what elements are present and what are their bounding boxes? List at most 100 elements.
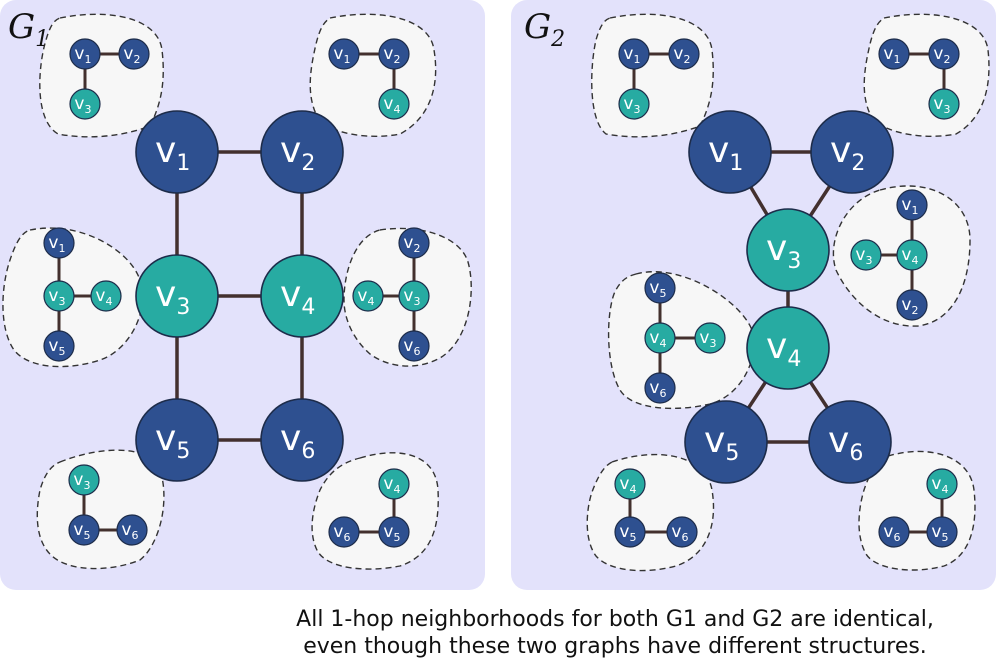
g1-node-v1-label: v1 (155, 130, 190, 176)
g1-neighborhood-v3-node-v1-circle (43, 227, 75, 259)
g2-neighborhood-v4-node-v3: v3 (694, 322, 726, 354)
g1-node-v1-circle (135, 110, 219, 194)
g2-neighborhood-v4-node-v5-label: v5 (649, 278, 666, 300)
g2-neighborhood-v2-node-v2-label: v2 (933, 44, 950, 66)
g2-neighborhood-v5-node-v5-circle (614, 516, 646, 548)
g2-node-v1: v1 (688, 110, 772, 194)
g1-neighborhood-v2: v1 v2 v4 (309, 13, 437, 137)
g2-node-v6-circle (808, 400, 892, 484)
g1-node-v1: v1 (135, 110, 219, 194)
g1-neighborhood-v4-node-v3-circle (398, 280, 430, 312)
g1-neighborhood-v3-node-v3: v3 (43, 280, 75, 312)
g2-neighborhood-v5-node-v6-label: v6 (671, 522, 688, 544)
g1-neighborhood-v5-outline (36, 449, 165, 570)
g2-neighborhood-v1-node-v1: v1 (618, 38, 650, 70)
g1-neighborhood-v3-node-v4-circle (90, 280, 122, 312)
g2-node-v1-circle (688, 110, 772, 194)
g1-neighborhood-v5-node-v3-circle (68, 464, 100, 496)
g1-node-v5: v5 (135, 398, 219, 482)
g1-node-v2-label: v2 (280, 130, 315, 176)
g2-neighborhood-v2-node-v2-circle (928, 38, 960, 70)
g2-neighborhood-v1-node-v3: v3 (618, 88, 650, 120)
g1-node-v3-label: v3 (155, 274, 190, 320)
g2-node-v4-label: v4 (766, 326, 801, 372)
g1-neighborhood-v3-node-v4-label: v4 (95, 286, 112, 308)
g2-neighborhood-v1-node-v2-label: v2 (673, 44, 690, 66)
g1-neighborhood-v3-node-v1-label: v1 (48, 233, 65, 255)
g1-neighborhood-v3-node-v3-circle (43, 280, 75, 312)
g2-neighborhood-v6-node-v6-label: v6 (883, 522, 900, 544)
g1-neighborhood-v6-node-v5-circle (378, 516, 410, 548)
g1-neighborhood-v1-outline (39, 13, 164, 138)
g1-neighborhood-v2-node-v2-label: v2 (383, 44, 400, 66)
g2-neighborhood-v2-node-v3-label: v3 (933, 94, 950, 116)
g2-neighborhood-v3-node-v4-label: v4 (901, 245, 918, 267)
g1-neighborhood-v6-node-v5-label: v5 (383, 522, 400, 544)
g2-neighborhood-v1-node-v1-label: v1 (623, 44, 640, 66)
g1-neighborhood-v5-node-v6: v6 (116, 514, 148, 546)
g2-neighborhood-v5-node-v4-label: v4 (619, 474, 636, 496)
g2-neighborhood-v1-node-v2: v2 (668, 38, 700, 70)
g1-node-v2: v2 (260, 110, 344, 194)
g1-neighborhood-v5-node-v6-circle (116, 514, 148, 546)
g1-neighborhood-v5-node-v5: v5 (68, 514, 100, 546)
g2-node-v3-circle (746, 208, 830, 292)
g1-node-v4-label: v4 (280, 274, 315, 320)
g2-neighborhood-v4-node-v3-label: v3 (699, 328, 716, 350)
g2-node-v4: v4 (746, 306, 830, 390)
g1-neighborhood-v2-node-v2: v2 (378, 38, 410, 70)
g1-neighborhood-v6-node-v4-circle (378, 468, 410, 500)
g2-neighborhood-v3-node-v3-label: v3 (855, 245, 872, 267)
g1-neighborhood-v1-node-v3: v3 (69, 88, 101, 120)
g1-neighborhood-v4-node-v4: v4 (352, 280, 384, 312)
g1-neighborhood-v1: v1 v2 v3 (39, 13, 164, 138)
caption-line-2: even though these two graphs have differ… (303, 634, 927, 659)
g2-neighborhood-v2-outline (863, 13, 990, 137)
g1-neighborhood-v1-node-v2: v2 (118, 38, 150, 70)
g2-node-v5: v5 (684, 400, 768, 484)
g1-neighborhood-v4-node-v6: v6 (398, 330, 430, 362)
g2-neighborhood-v4-node-v4: v4 (644, 322, 676, 354)
panel-title-g1: G1 (8, 7, 49, 52)
g2-neighborhood-v6-node-v4-label: v4 (931, 474, 948, 496)
g1-neighborhood-v2-node-v1: v1 (328, 38, 360, 70)
g1-neighborhood-v4-node-v6-label: v6 (403, 336, 420, 358)
g1-neighborhood-v1-node-v2-circle (118, 38, 150, 70)
g2-node-v5-circle (684, 400, 768, 484)
g2-node-v3: v3 (746, 208, 830, 292)
g1-neighborhood-v4-node-v3-label: v3 (403, 286, 420, 308)
g1-neighborhood-v2-node-v4: v4 (378, 88, 410, 120)
g2-neighborhood-v5-node-v6-circle (666, 516, 698, 548)
g2-node-v2-circle (810, 110, 894, 194)
g1-neighborhood-v1-node-v1-circle (69, 38, 101, 70)
g1-node-v5-label: v5 (155, 418, 190, 464)
g2-neighborhood-v6-node-v5: v5 (926, 516, 958, 548)
g1-neighborhood-v1-node-v3-label: v3 (74, 94, 91, 116)
g2-neighborhood-v5-node-v4-circle (614, 468, 646, 500)
g1-neighborhood-v3-node-v1: v1 (43, 227, 75, 259)
g1-neighborhood-v1-node-v3-circle (69, 88, 101, 120)
g1-neighborhood-v5-node-v3: v3 (68, 464, 100, 496)
g1-node-v3: v3 (135, 254, 219, 338)
caption: All 1-hop neighborhoods for both G1 and … (240, 606, 990, 660)
g2-neighborhood-v4-node-v3-circle (694, 322, 726, 354)
g1-neighborhood-v1-node-v1-label: v1 (74, 44, 91, 66)
g2-neighborhood-v4-node-v5-circle (644, 272, 676, 304)
g2-neighborhood-v5-node-v6: v6 (666, 516, 698, 548)
g1-neighborhood-v2-node-v1-circle (328, 38, 360, 70)
g2-neighborhood-v3-node-v3: v3 (850, 239, 882, 271)
g1-neighborhood-v6-node-v4: v4 (378, 468, 410, 500)
g2-neighborhood-v1-node-v1-circle (618, 38, 650, 70)
g2-neighborhood-v5-node-v4: v4 (614, 468, 646, 500)
g2-neighborhood-v2-node-v3-circle (928, 88, 960, 120)
g2-neighborhood-v2-node-v1-circle (878, 38, 910, 70)
g2-neighborhood-v6-node-v5-label: v5 (931, 522, 948, 544)
g2-neighborhood-v1-node-v3-circle (618, 88, 650, 120)
g2-neighborhood-v6: v4 v5 v6 (858, 450, 976, 571)
g1-node-v5-circle (135, 398, 219, 482)
g2-neighborhood-v5-node-v5: v5 (614, 516, 646, 548)
